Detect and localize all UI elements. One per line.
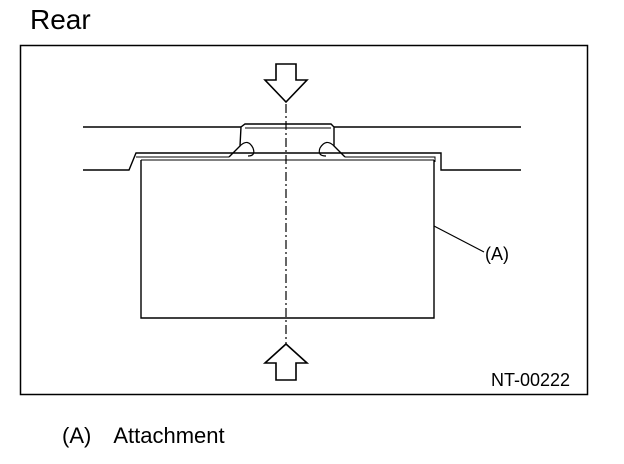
legend: (A) Attachment [62, 422, 225, 450]
press-arrow-down-icon [263, 63, 309, 104]
body-panel-lower-edge [83, 152, 521, 171]
figure-heading: Rear [30, 4, 91, 35]
bushing [228, 123, 346, 158]
body-panel-inner-edge [136, 156, 436, 162]
press-arrow-up-icon [262, 342, 310, 381]
diagram-frame [19, 44, 589, 396]
figure-code: NT-00222 [491, 370, 570, 390]
bushing-inner [239, 141, 335, 157]
attachment [140, 160, 435, 319]
legend-text: Attachment [113, 423, 225, 448]
legend-key: (A) [62, 423, 92, 448]
callout-label: (A) [485, 244, 509, 264]
callout-leader [433, 225, 485, 253]
